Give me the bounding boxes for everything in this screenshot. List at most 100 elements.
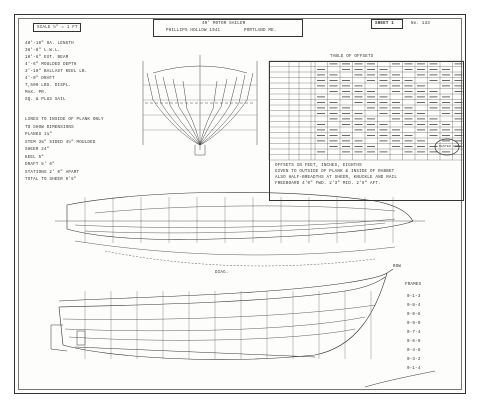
table-cell-value — [429, 107, 438, 109]
note-line: ALSO HALF-BREADTHS AT SHEER, KNUCKLE AND… — [275, 176, 398, 180]
table-cell-value — [379, 80, 388, 81]
table-cell-value — [404, 151, 413, 153]
table-cell-value — [417, 74, 425, 76]
table-cell-value — [417, 140, 425, 142]
profile-plan — [50, 268, 436, 388]
table-cell-value — [454, 107, 463, 109]
spec-line: TOTAL TO SHEER 9'6" — [25, 178, 77, 182]
table-cell-value — [354, 151, 363, 153]
table-cell-value — [442, 107, 450, 109]
table-cell-value — [429, 69, 438, 70]
table-cell-value — [442, 85, 450, 87]
table-cell-value — [342, 69, 350, 70]
table-cell-value — [367, 135, 375, 136]
scale-label: SCALE ½" = 1 FT — [37, 26, 78, 30]
frames-row: 0-8-4 — [407, 304, 421, 308]
table-cell-value — [329, 85, 338, 87]
table-cell-value — [404, 80, 413, 81]
table-cell-value — [367, 102, 375, 103]
table-cell-value — [429, 102, 438, 103]
table-cell-value — [354, 118, 363, 120]
spec-line: MAX. PR. — [25, 91, 47, 95]
frames-row: 0-4-6 — [407, 349, 421, 353]
table-cell-value — [379, 129, 388, 131]
table-cell-value — [429, 124, 438, 125]
table-cell-value — [392, 107, 400, 109]
table-cell-value — [429, 118, 438, 120]
table-cell-value — [329, 74, 338, 76]
table-cell-value — [379, 140, 388, 142]
table-cell-value — [342, 151, 350, 153]
table-cell-value — [317, 124, 325, 125]
note-line: FREEBOARD 4'0" FWD. 2'3" MID. 2'9" AFT. — [275, 182, 381, 186]
table-cell-value — [342, 63, 350, 65]
spec-line: TO SHOW DIMENSIONS — [25, 125, 74, 130]
table-cell-value — [442, 96, 450, 98]
frames-row: 0-9-0 — [407, 322, 421, 326]
table-cell-value — [417, 69, 425, 70]
table-cell-value — [379, 107, 388, 109]
table-cell-value — [317, 129, 325, 131]
table-cell-value — [417, 124, 425, 125]
table-cell-value — [404, 96, 413, 98]
table-cell-value — [442, 124, 450, 125]
table-cell-value — [329, 80, 338, 81]
table-cell-value — [404, 63, 413, 65]
table-cell-value — [354, 140, 363, 142]
table-cell-value — [342, 80, 350, 81]
table-cell-value — [404, 91, 413, 92]
table-cell-value — [367, 151, 375, 153]
spec-line: STEM 3¾" SIDED 4½" MOULDED — [25, 140, 96, 145]
table-cell-value — [454, 74, 463, 76]
table-cell-value — [392, 91, 400, 92]
table-cell-value — [454, 102, 463, 103]
table-cell-value — [417, 102, 425, 103]
specs-mid: LINES TO INSIDE OF PLANK ONLY TO SHOW DI… — [23, 115, 133, 187]
spec-line: 3'-10" BALLAST KEEL LB. — [25, 70, 88, 74]
table-cell-value — [329, 135, 338, 136]
table-cell-value — [367, 69, 375, 70]
table-cell-value — [329, 63, 338, 65]
table-cell-value — [454, 85, 463, 87]
table-cell-value — [342, 135, 350, 136]
spec-line: PLANKS 1¼" — [25, 133, 53, 137]
table-cell-value — [392, 129, 400, 131]
table-cell-value — [404, 140, 413, 142]
table-cell-value — [454, 118, 463, 120]
sheet-border — [18, 18, 462, 390]
specs-top: 40'-10" OA. LENGTH 36'-8" L.W.L. 10'-6" … — [23, 39, 121, 105]
table-cell-value — [354, 124, 363, 125]
table-cell-value — [367, 74, 375, 76]
frames-row: 0-1-4 — [407, 367, 421, 371]
note-line: OFFSETS IN FEET, INCHES, EIGHTHS — [275, 164, 362, 168]
spec-line: 4'-6" MOULDED DEPTH — [25, 63, 77, 67]
spec-line: 7,500 LBS. DISPL. — [25, 84, 72, 88]
table-cell-value — [354, 69, 363, 70]
table-cell-value — [379, 124, 388, 125]
table-cell-value — [442, 102, 450, 103]
table-cell-value — [379, 85, 388, 87]
drawing-sheet: SCALE ½" = 1 FT 40' MOTOR SAILER PHILLIP… — [14, 14, 466, 394]
table-cell-value — [392, 102, 400, 103]
body-plan — [142, 55, 258, 156]
table-cell-value — [367, 91, 375, 92]
table-cell-value — [454, 140, 463, 142]
table-cell-value — [317, 151, 325, 153]
table-cell-value — [317, 135, 325, 136]
table-cell-value — [392, 118, 400, 120]
table-cell-value — [417, 96, 425, 98]
spec-line: SQ. & PLUS SAIL — [25, 98, 66, 102]
sheet-number: No. 133 — [411, 22, 430, 26]
table-cell-value — [329, 118, 338, 120]
table-cell-value — [429, 135, 438, 136]
table-cell-value — [404, 135, 413, 136]
table-cell-value — [442, 151, 450, 153]
table-cell-value — [404, 69, 413, 70]
table-cell-value — [429, 151, 438, 153]
table-cell-value — [329, 146, 338, 147]
table-cell-value — [429, 63, 438, 65]
table-cell-value — [367, 118, 375, 120]
table-cell-value — [354, 129, 363, 131]
title-line-3: PORTLAND ME. — [244, 29, 277, 33]
table-cell-value — [317, 69, 325, 70]
